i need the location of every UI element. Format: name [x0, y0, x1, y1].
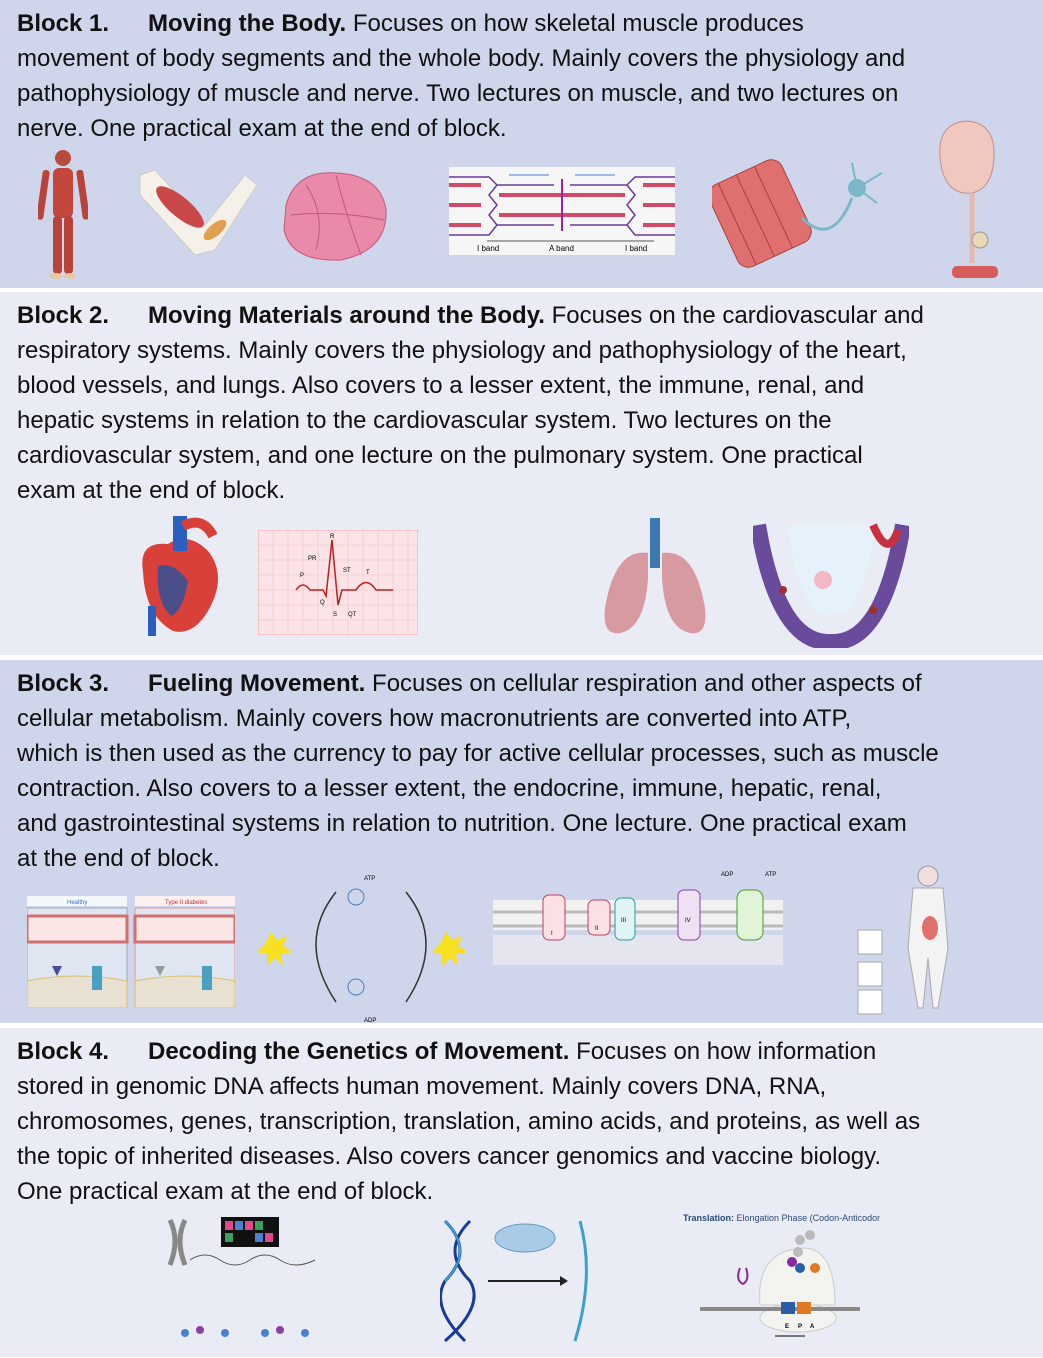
- desc-line: pathophysiology of muscle and nerve. Two…: [17, 80, 899, 107]
- block-title: Fueling Movement.: [148, 670, 366, 697]
- lungs-image: [604, 518, 706, 634]
- atp-cycle-image: ATP ADP: [257, 876, 468, 1024]
- muscular-body-image: [38, 150, 88, 279]
- endocrine-system-image: [857, 865, 949, 1015]
- ecg-pr-label: PR: [308, 556, 317, 562]
- a-band-label: A band: [549, 244, 574, 253]
- p-site-label: P: [798, 1324, 802, 1330]
- desc-line: respiratory systems. Mainly covers the p…: [17, 337, 907, 364]
- ecg-r-label: R: [330, 534, 335, 540]
- atp-label: ATP: [765, 872, 776, 878]
- block-1: Block 1. Moving the Body. Focuses on how …: [0, 0, 1043, 289]
- block-3-text: Block 3. Fueling Movement. Focuses on cel…: [17, 666, 939, 876]
- desc-line: hepatic systems in relation to the cardi…: [17, 407, 832, 434]
- complex-i-label: I: [551, 931, 553, 937]
- block-4: Block 4. Decoding the Genetics of Movemen…: [0, 1028, 1043, 1358]
- atp-label: ATP: [364, 876, 375, 882]
- adp-label: ADP: [364, 1018, 376, 1024]
- desc-line: at the end of block.: [17, 845, 220, 872]
- translation-title-bold: Translation:: [683, 1213, 734, 1223]
- complex-iii-label: III: [621, 918, 626, 924]
- desc-line: cellular metabolism. Mainly covers how m…: [17, 705, 852, 732]
- block-label: Block 3.: [17, 670, 110, 697]
- complex-iv-label: IV: [685, 918, 691, 924]
- i-band-label: I band: [477, 244, 499, 253]
- desc-line: nerve. One practical exam at the end of …: [17, 115, 507, 142]
- desc-line: movement of body segments and the whole …: [17, 45, 906, 72]
- block-4-text: Block 4. Decoding the Genetics of Movemen…: [17, 1034, 920, 1209]
- block-label: Block 4.: [17, 1038, 110, 1065]
- alveolus-capillary-image: [753, 523, 909, 648]
- ecg-st-label: ST: [343, 568, 351, 574]
- desc-line: contraction. Also covers to a lesser ext…: [17, 775, 882, 802]
- translation-elongation-image: Translation: Elongation Phase (Codon-Ant…: [683, 1213, 880, 1337]
- dna-chromosome-image: [167, 1217, 316, 1337]
- brain-spinal-cord-image: [939, 120, 998, 278]
- ecg-image: R P PR Q S ST T QT: [258, 530, 418, 635]
- block-label: Block 1.: [17, 10, 110, 37]
- transcription-image: [440, 1219, 588, 1343]
- block-1-text: Block 1. Moving the Body. Focuses on how …: [17, 6, 905, 146]
- block-2-text: Block 2. Moving Materials around the Body…: [17, 298, 924, 508]
- heart-image: [142, 516, 218, 636]
- muscle-tissue-image: [283, 172, 387, 261]
- block-3: Block 3. Fueling Movement. Focuses on cel…: [0, 660, 1043, 1024]
- translation-title: Elongation Phase (Codon-Anticodon): [734, 1213, 880, 1223]
- sarcomere-image: I band A band I band: [449, 167, 675, 255]
- desc-line: the topic of inherited diseases. Also co…: [17, 1143, 882, 1170]
- complex-ii-label: II: [595, 926, 599, 932]
- ecg-p-label: P: [300, 573, 304, 579]
- svg-text:Translation: Elongation Phase: Translation: Elongation Phase (Codon-Ant…: [683, 1213, 880, 1223]
- desc-line: One practical exam at the end of block.: [17, 1178, 434, 1205]
- desc-line: exam at the end of block.: [17, 477, 286, 504]
- desc-line: cardiovascular system, and one lecture o…: [17, 442, 863, 469]
- insulin-diabetes-image: Healthy Type II diabetes: [27, 896, 235, 1008]
- healthy-label: Healthy: [67, 900, 87, 906]
- muscle-fiber-neuron-image: [712, 159, 883, 268]
- ecg-t-label: T: [366, 570, 370, 576]
- ecg-qt-label: QT: [348, 612, 357, 618]
- ecg-q-label: Q: [320, 600, 325, 606]
- block-title: Moving Materials around the Body.: [148, 302, 545, 329]
- desc-line: Focuses on the cardiovascular and: [544, 302, 924, 329]
- desc-line: and gastrointestinal systems in relation…: [17, 810, 907, 837]
- block-title: Moving the Body.: [148, 10, 347, 37]
- desc-line: Focuses on cellular respiration and othe…: [365, 670, 922, 697]
- a-site-label: A: [810, 1324, 815, 1330]
- ecg-s-label: S: [333, 612, 337, 618]
- desc-line: which is then used as the currency to pa…: [17, 740, 939, 767]
- block-2: Block 2. Moving Materials around the Body…: [0, 292, 1043, 656]
- arm-muscle-image: [139, 169, 258, 256]
- block-title: Decoding the Genetics of Movement.: [148, 1038, 570, 1065]
- desc-line: chromosomes, genes, transcription, trans…: [17, 1108, 921, 1135]
- desc-line: Focuses on how information: [569, 1038, 877, 1065]
- block-label: Block 2.: [17, 302, 110, 329]
- type2-label: Type II diabetes: [165, 900, 207, 906]
- desc-line: Focuses on how skeletal muscle produces: [346, 10, 804, 37]
- e-site-label: E: [785, 1324, 789, 1330]
- adp-label: ADP: [721, 872, 733, 878]
- desc-line: stored in genomic DNA affects human move…: [17, 1073, 827, 1100]
- desc-line: blood vessels, and lungs. Also covers to…: [17, 372, 865, 399]
- i-band-label: I band: [625, 244, 647, 253]
